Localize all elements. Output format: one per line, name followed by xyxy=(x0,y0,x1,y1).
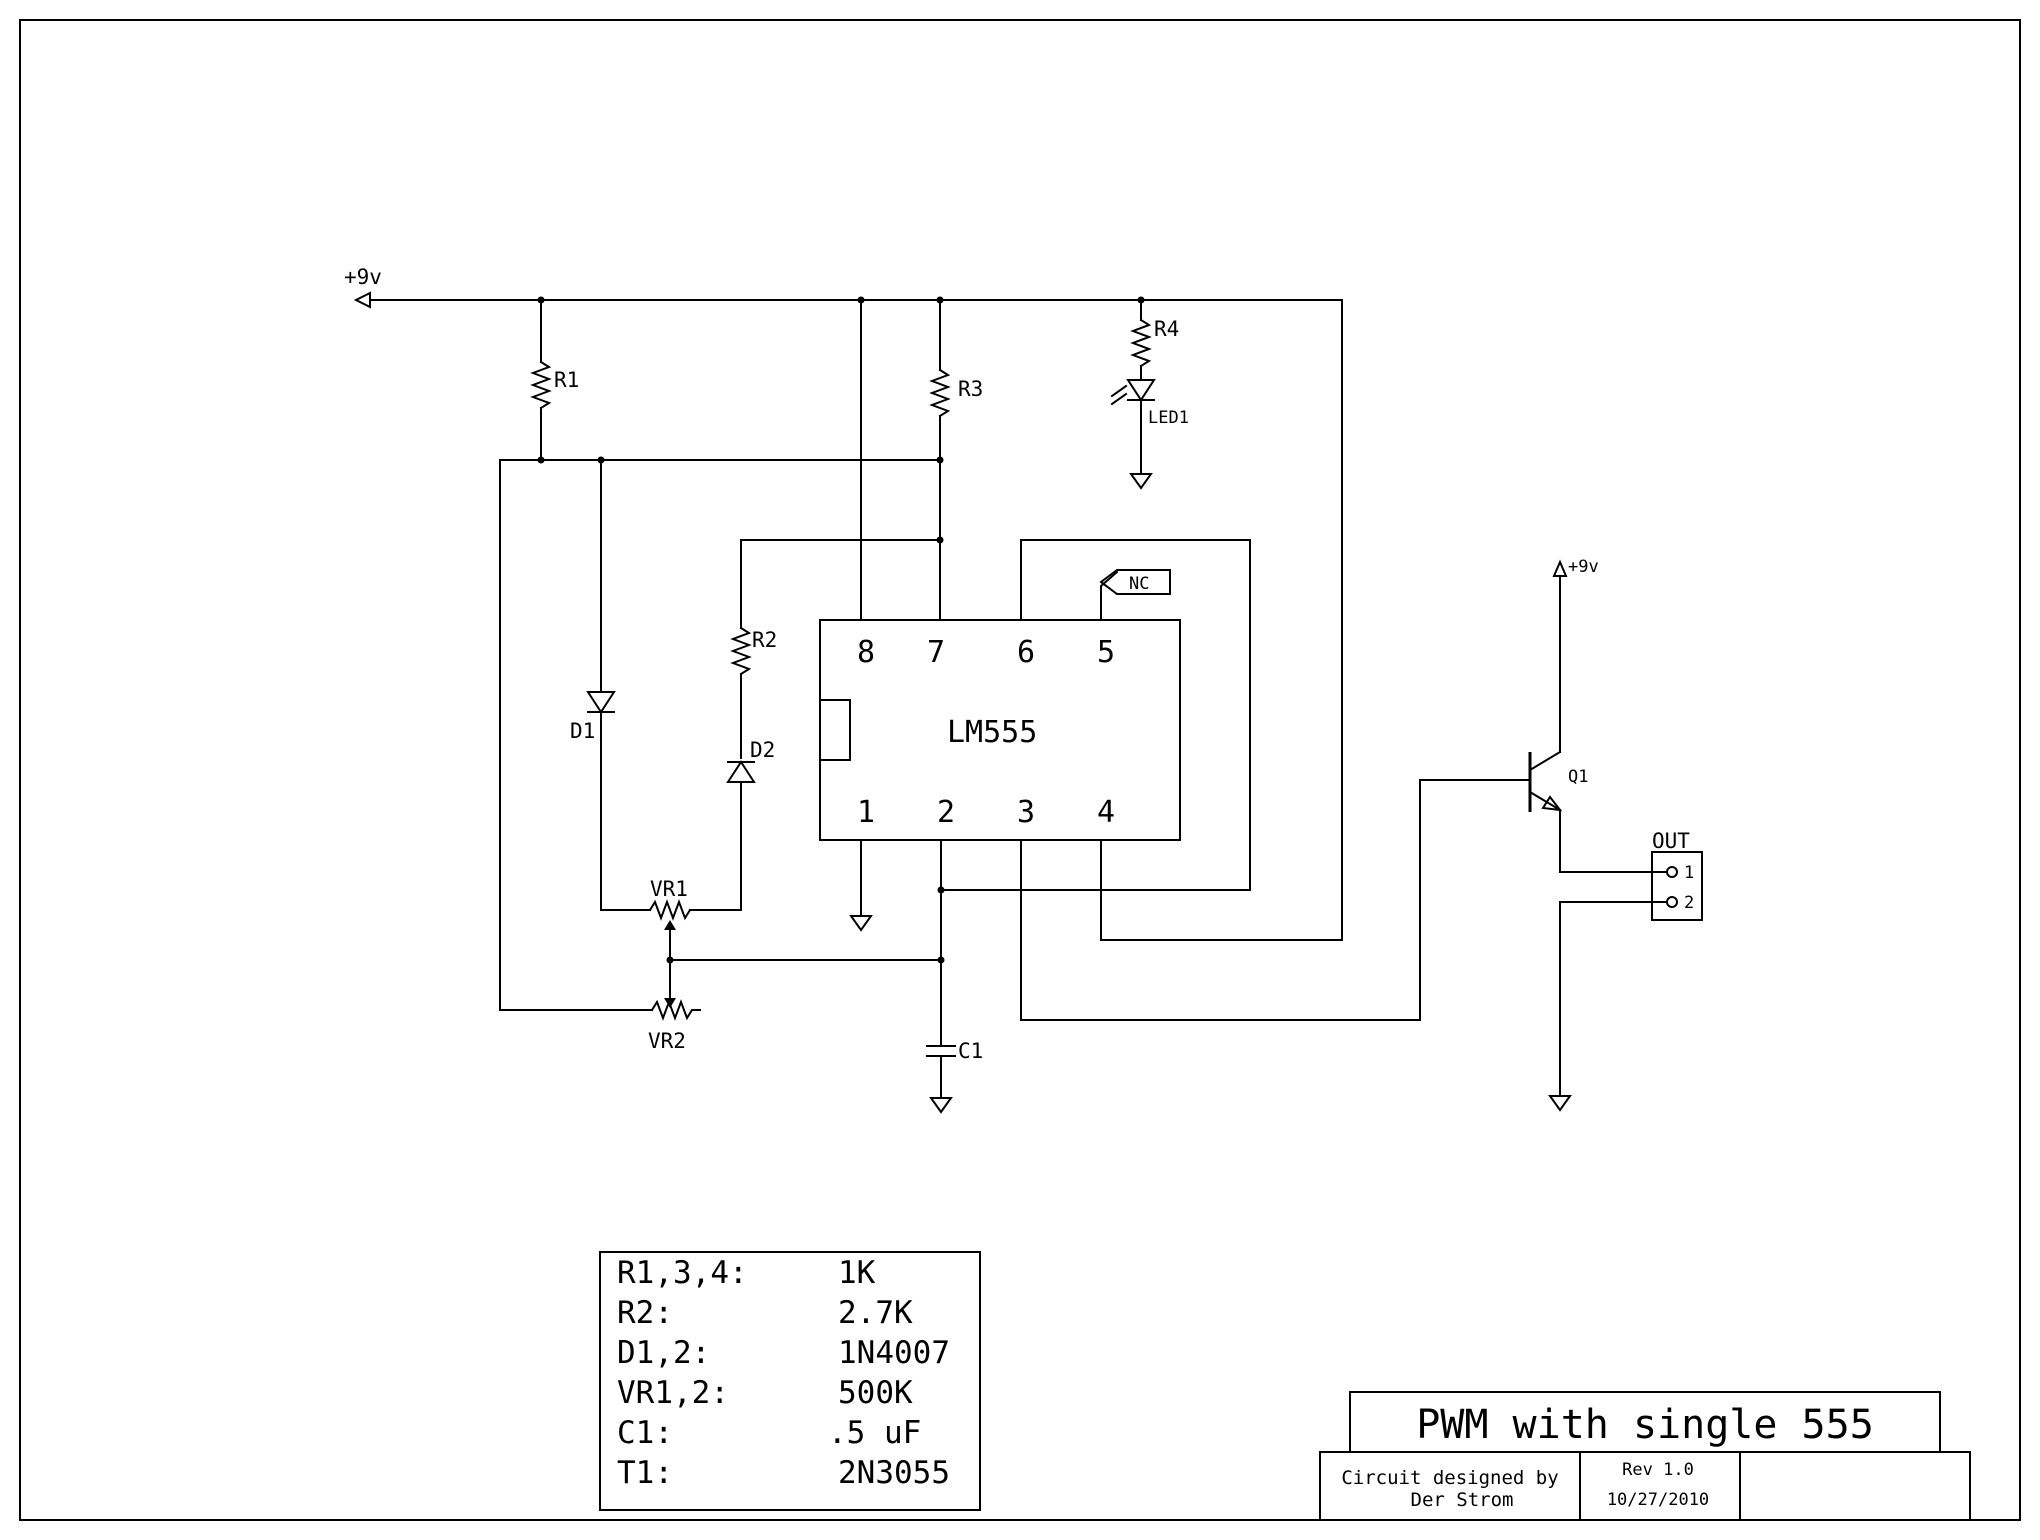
resistor-r3: R3 xyxy=(929,299,983,621)
bom-ref: R1,3,4: xyxy=(617,1255,748,1291)
connector-label: OUT xyxy=(1652,829,1690,853)
resistor-r1: R1 xyxy=(530,299,579,461)
diode-d1: D1 xyxy=(570,459,651,911)
bom-ref: R2: xyxy=(617,1295,673,1331)
ic-pin-6: 6 xyxy=(1017,635,1035,670)
bom-value: .5 uF xyxy=(828,1415,921,1451)
bom-value: 2N3055 xyxy=(838,1455,950,1491)
wire-vr2-feed xyxy=(499,459,653,1011)
d1-label: D1 xyxy=(570,719,595,743)
ground-icon xyxy=(1129,473,1153,490)
wire-pin4-reset xyxy=(1100,299,1343,941)
r1-label: R1 xyxy=(554,368,579,392)
supply-arrow-icon xyxy=(353,291,371,309)
ground-icon xyxy=(1548,1095,1572,1112)
nc-label: NC xyxy=(1129,574,1149,594)
revision-date: 10/27/2010 xyxy=(1607,1490,1709,1510)
supply-rail: +9v xyxy=(344,265,1343,309)
c1-label: C1 xyxy=(958,1039,983,1063)
r4-label: R4 xyxy=(1154,317,1179,341)
ic-pin-2: 2 xyxy=(937,795,955,830)
led-led1: LED1 xyxy=(1110,379,1189,490)
bom-ref: T1: xyxy=(617,1455,673,1491)
ic-pin-4: 4 xyxy=(1097,795,1115,830)
ic-notch xyxy=(819,699,851,761)
vr1-label: VR1 xyxy=(650,877,688,901)
r2-label: R2 xyxy=(752,628,777,652)
potentiometer-vr1: VR1 xyxy=(648,877,692,961)
bom-value: 500K xyxy=(838,1375,913,1411)
junction-dots xyxy=(537,296,1145,964)
ic-pin-5: 5 xyxy=(1097,635,1115,670)
ic-lm555: LM555 8 7 6 5 1 2 3 4 xyxy=(819,619,1181,841)
designer-line-2: Der Strom xyxy=(1411,1489,1514,1511)
transistor-q1: +9v Q1 xyxy=(1528,557,1667,873)
ic-pin-3: 3 xyxy=(1017,795,1035,830)
ground-pin1 xyxy=(849,839,873,932)
ic-pin-8: 8 xyxy=(857,635,875,670)
resistor-r2: R2 xyxy=(730,539,941,759)
wire-pin3-output xyxy=(1020,779,1531,1021)
ground-icon xyxy=(929,1097,953,1114)
bill-of-materials: R1,3,4: 1K R2: 2.7K D1,2: 1N4007 VR1,2: … xyxy=(599,1251,981,1511)
output-connector: OUT 1 2 xyxy=(1548,829,1703,1112)
ground-icon xyxy=(849,915,873,932)
ic-pin-7: 7 xyxy=(927,635,945,670)
revision: Rev 1.0 xyxy=(1622,1460,1694,1480)
designer-line-1: Circuit designed by xyxy=(1341,1467,1558,1489)
bom-value: 1N4007 xyxy=(838,1335,950,1371)
connector-pin-2: 2 xyxy=(1684,893,1694,913)
led1-label: LED1 xyxy=(1148,408,1189,428)
title-block: PWM with single 555 Circuit designed by … xyxy=(1319,1391,1971,1521)
ic-name: LM555 xyxy=(947,715,1037,750)
d2-label: D2 xyxy=(750,738,775,762)
sheet-border xyxy=(19,19,2021,1521)
bom-ref: VR1,2: xyxy=(617,1375,729,1411)
q1-label: Q1 xyxy=(1568,767,1588,787)
q1-supply-label: +9v xyxy=(1568,557,1599,577)
capacitor-c1: C1 xyxy=(926,1039,983,1114)
vr2-label: VR2 xyxy=(648,1029,686,1053)
ic-pin-1: 1 xyxy=(857,795,875,830)
supply-arrow-icon xyxy=(1552,559,1568,577)
nc-flag: NC xyxy=(1099,569,1171,621)
drawing-title: PWM with single 555 xyxy=(1416,1402,1874,1448)
diode-d2: D2 xyxy=(689,738,775,911)
wire-pin6-loop xyxy=(940,539,1251,891)
resistor-r4: R4 xyxy=(1130,299,1179,381)
connector-pin-1: 1 xyxy=(1684,863,1694,883)
bom-ref: C1: xyxy=(617,1415,673,1451)
bom-value: 2.7K xyxy=(838,1295,913,1331)
bom-value: 1K xyxy=(838,1255,876,1291)
r3-label: R3 xyxy=(958,377,983,401)
supply-label: +9v xyxy=(344,265,382,289)
potentiometer-vr2: VR2 xyxy=(648,998,701,1053)
bom-ref: D1,2: xyxy=(617,1335,710,1371)
